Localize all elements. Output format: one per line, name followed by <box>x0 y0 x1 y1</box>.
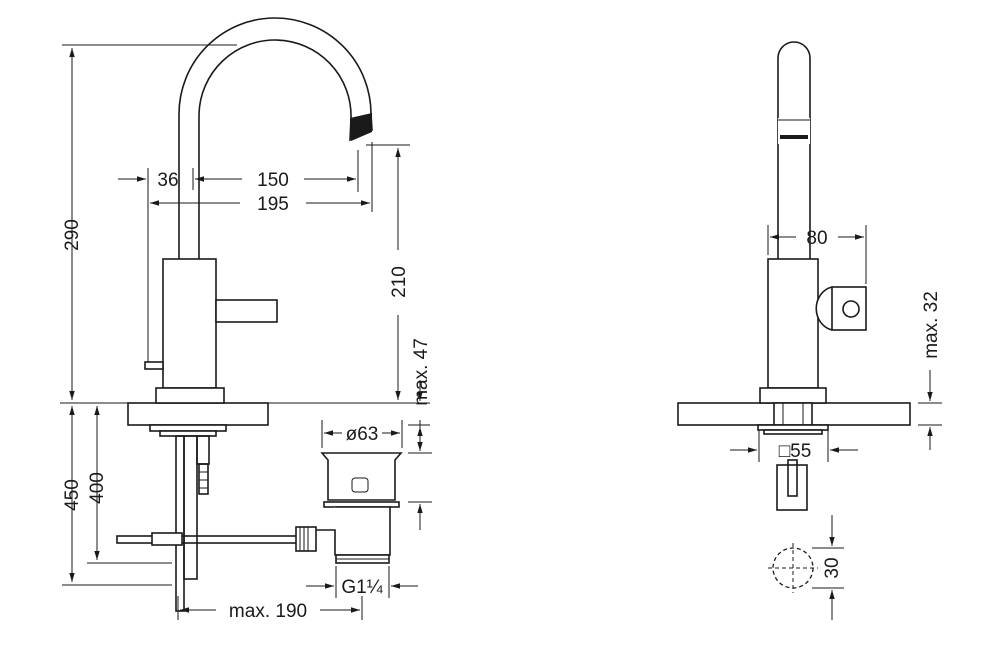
spout-front <box>777 41 811 259</box>
base-plate <box>155 387 225 404</box>
lever-handle-front <box>831 286 867 331</box>
mixer-body <box>162 258 217 389</box>
countertop-left <box>127 402 269 426</box>
drain-valve <box>316 452 403 564</box>
dim-150: 150 <box>257 170 289 191</box>
dim-g1-1-4: G1¼ <box>341 577 383 598</box>
dim-max-190: max. 190 <box>229 601 307 622</box>
spout <box>178 17 373 259</box>
dim-450: 450 <box>62 479 83 511</box>
dim-max-47: max. 47 <box>411 338 432 406</box>
popup-knob <box>144 361 164 370</box>
dim-400: 400 <box>87 472 108 504</box>
side-view: 290 36 150 195 210 max. 47 450 400 ø63 G… <box>60 17 432 622</box>
dim-square-55: □55 <box>779 441 812 462</box>
dim-36: 36 <box>157 170 178 191</box>
dim-290: 290 <box>62 219 83 251</box>
lever-handle <box>215 299 278 323</box>
dim-max-32: max. 32 <box>921 291 942 359</box>
base-plate-front <box>759 387 827 404</box>
dim-30: 30 <box>822 557 843 578</box>
front-view: 80 max. 32 □55 30 <box>677 41 942 620</box>
dim-210: 210 <box>389 266 410 298</box>
mixer-body-front <box>767 258 819 389</box>
dim-80: 80 <box>806 228 827 249</box>
dim-195: 195 <box>257 194 289 215</box>
aerator <box>350 113 372 141</box>
dim-diameter-63: ø63 <box>346 424 379 445</box>
